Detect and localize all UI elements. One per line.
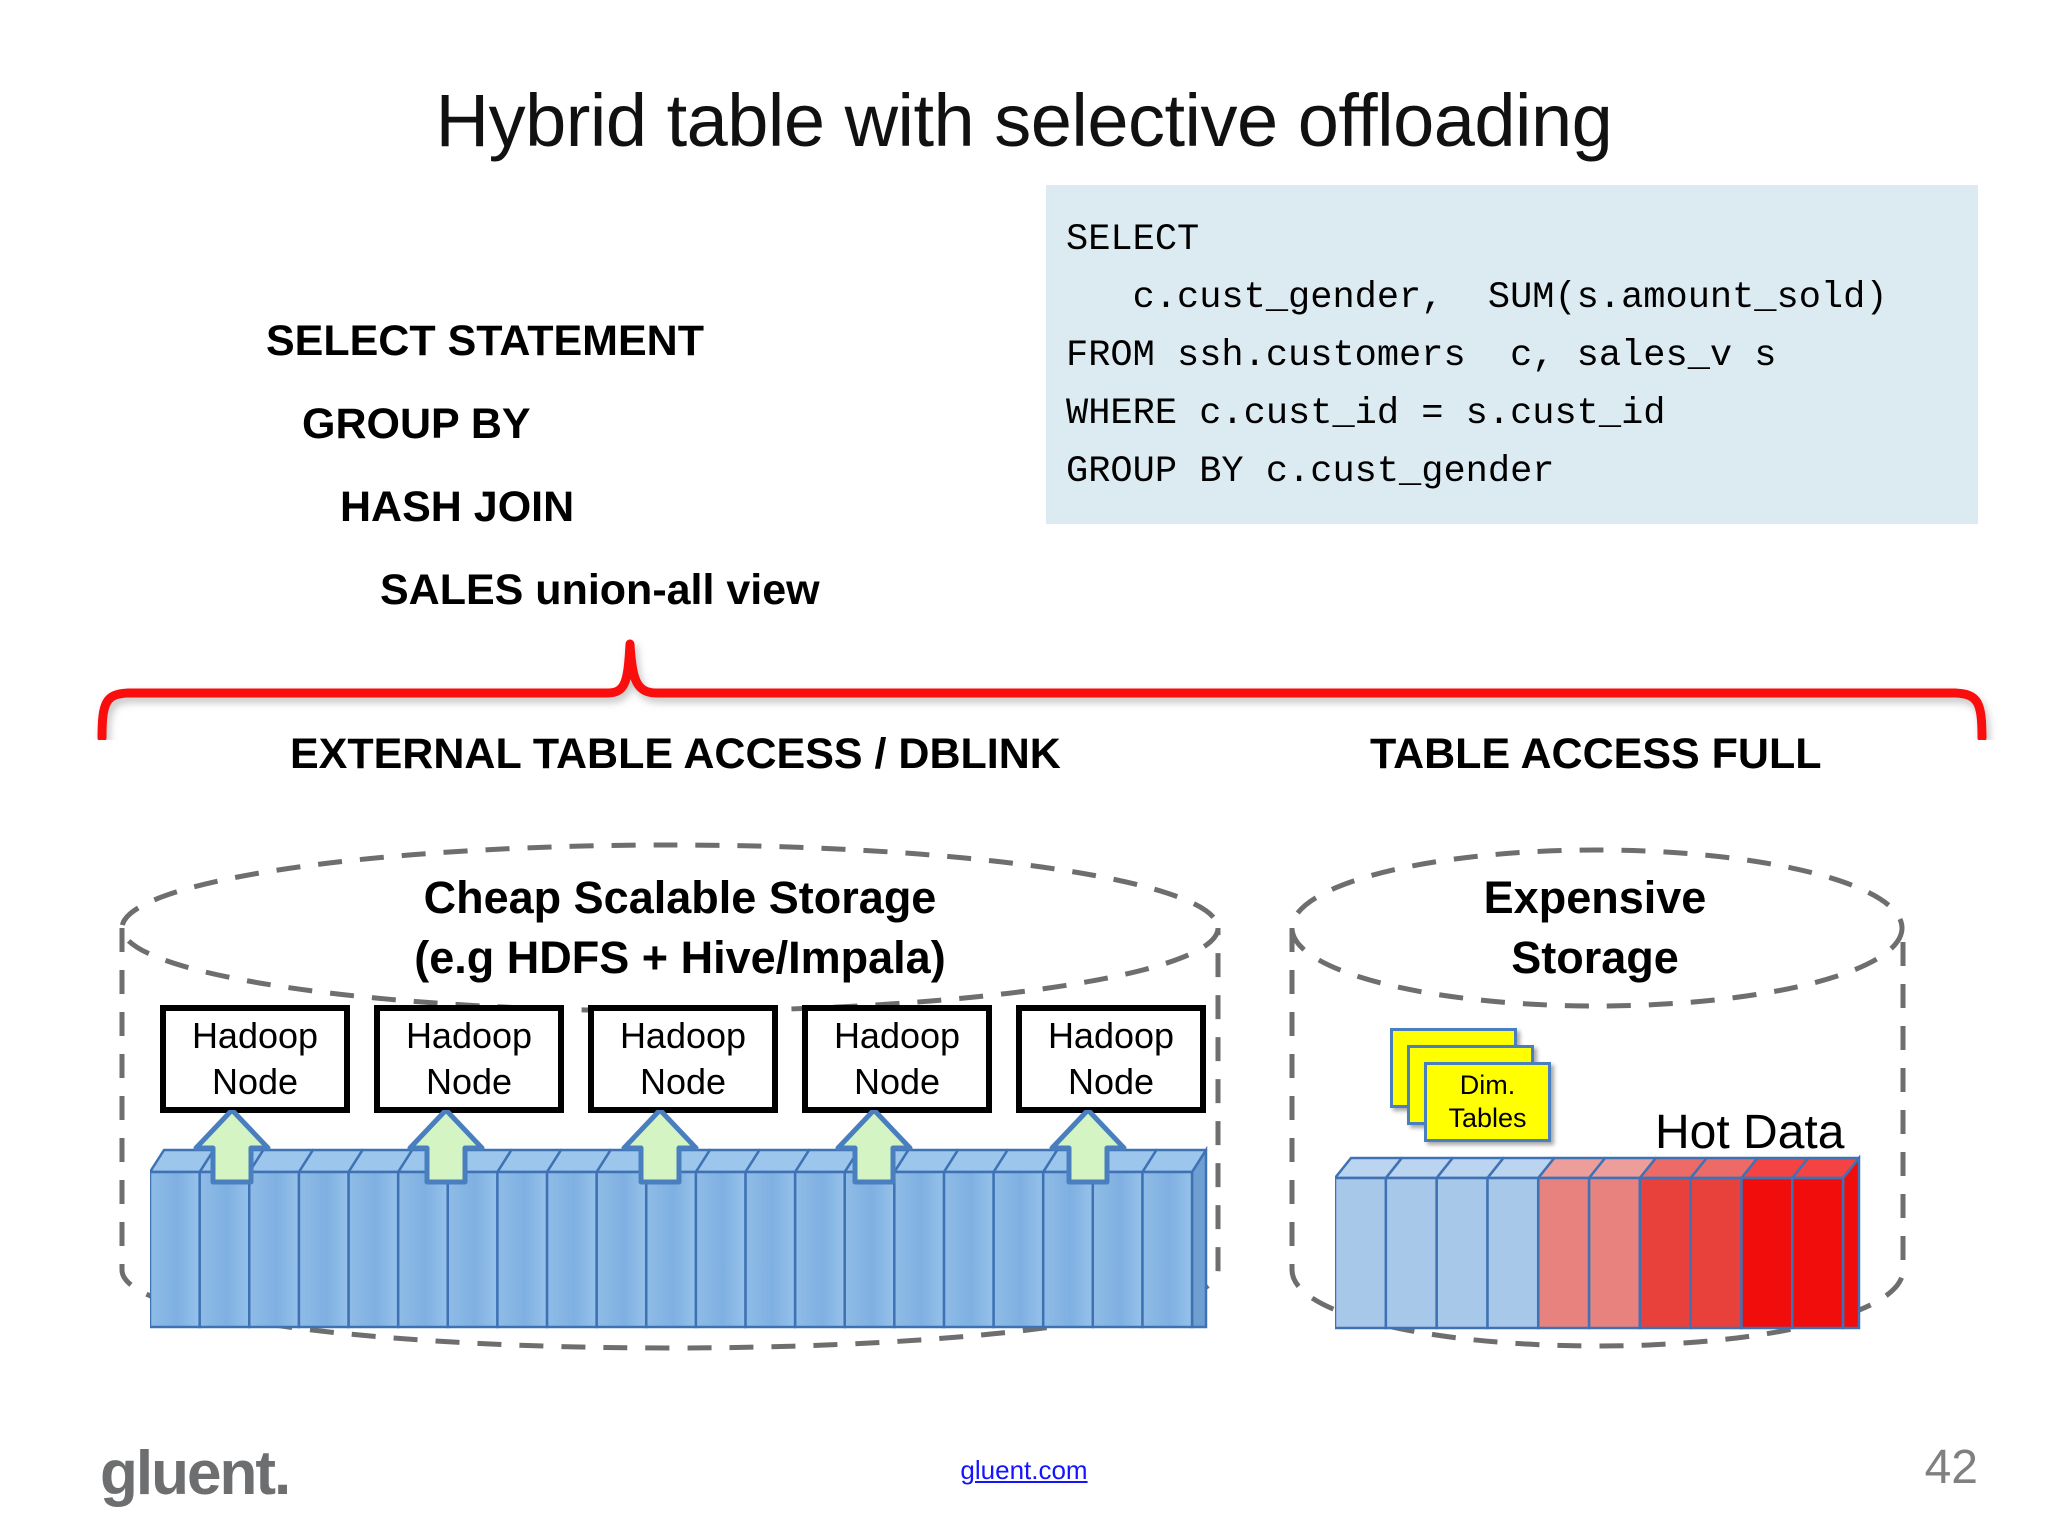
label-table-access-full: TABLE ACCESS FULL [1370,730,1822,778]
plan-line-sales-union-all-view: SALES union-all view [380,566,820,614]
sql-code-text: SELECT c.cust_gender, SUM(s.amount_sold)… [1066,219,1888,493]
dim-tables-line1: Dim. [1459,1070,1516,1100]
plan-line-select-statement: SELECT STATEMENT [266,317,704,365]
hadoop-node-line2: Node [639,1061,727,1102]
hadoop-node-line1: Hadoop [1047,1015,1175,1056]
hadoop-node-line1: Hadoop [619,1015,747,1056]
dim-tables-line2: Tables [1448,1103,1527,1133]
gluent-logo: gluent. [100,1439,291,1508]
hadoop-node-line2: Node [425,1061,513,1102]
gluent-site-link[interactable]: gluent.com [960,1455,1088,1485]
page-number: 42 [1924,1441,1978,1494]
expensive-storage-cylinder: Expensive Storage [1285,840,1910,1370]
hadoop-node-box: Hadoop Node [802,1005,992,1113]
expensive-storage-title: Expensive Storage [1345,868,1845,988]
hadoop-node-line2: Node [853,1061,941,1102]
hadoop-node-line2: Node [211,1061,299,1102]
expensive-disk-array [1333,1140,1875,1340]
hadoop-node-box: Hadoop Node [160,1005,350,1113]
cheap-storage-title-line1: Cheap Scalable Storage [423,872,937,923]
sql-code-box: SELECT c.cust_gender, SUM(s.amount_sold)… [1046,185,1978,524]
hadoop-node-line1: Hadoop [405,1015,533,1056]
hadoop-disk-array [148,1107,1220,1360]
expensive-storage-title-line2: Storage [1511,932,1679,983]
hadoop-node-box: Hadoop Node [588,1005,778,1113]
execution-plan-list: SELECT STATEMENT GROUP BY HASH JOIN SALE… [230,300,970,632]
dim-tables-stack: Dim. Tables [1390,1028,1570,1160]
expensive-storage-title-line1: Expensive [1483,872,1707,923]
hadoop-node-line1: Hadoop [833,1015,961,1056]
hadoop-node-box: Hadoop Node [374,1005,564,1113]
cheap-storage-title: Cheap Scalable Storage (e.g HDFS + Hive/… [330,868,1030,988]
cheap-storage-title-line2: (e.g HDFS + Hive/Impala) [414,932,946,983]
hadoop-node-box: Hadoop Node [1016,1005,1206,1113]
red-brace [80,620,2010,743]
hadoop-node-line2: Node [1067,1061,1155,1102]
label-external-table-access: EXTERNAL TABLE ACCESS / DBLINK [290,730,1061,778]
hadoop-node-line1: Hadoop [191,1015,319,1056]
plan-line-hash-join: HASH JOIN [340,483,575,531]
dim-table-card-front: Dim. Tables [1424,1062,1551,1142]
page-title: Hybrid table with selective offloading [435,79,1613,162]
hot-data-label: Hot Data [1655,1106,1845,1159]
plan-line-group-by: GROUP BY [302,400,531,448]
